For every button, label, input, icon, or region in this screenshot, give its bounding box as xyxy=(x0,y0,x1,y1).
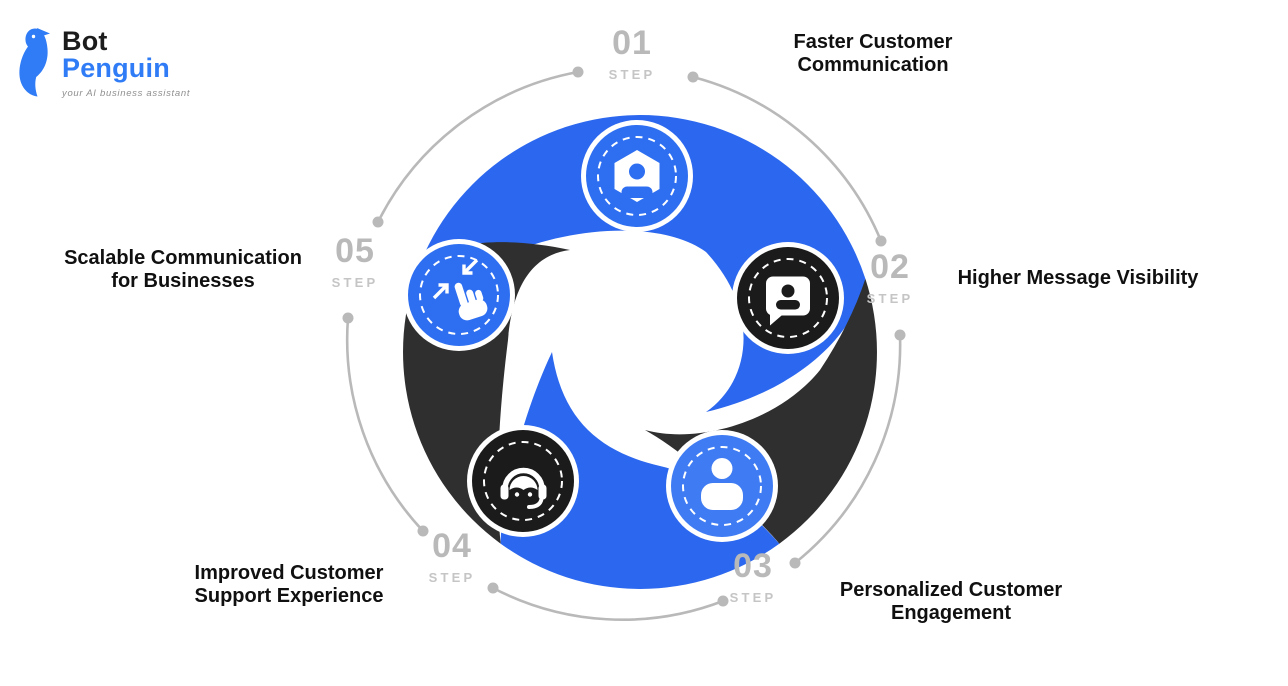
chat-contact-icon xyxy=(766,276,810,326)
user-hexagon-icon xyxy=(614,150,660,202)
penguin-icon xyxy=(19,28,50,97)
title-line: Scalable Communication xyxy=(64,247,302,269)
support-headset-icon xyxy=(500,467,547,509)
title-line: Improved Customer xyxy=(194,562,384,584)
step-number: 01 xyxy=(612,24,652,62)
step-marker-04: 04 STEP xyxy=(429,529,476,585)
step-title-04: Improved Customer Support Experience xyxy=(195,562,384,608)
step-title-01: Faster Customer Communication xyxy=(794,31,953,77)
step-number: 04 xyxy=(432,527,472,565)
arc-step1-to-step2 xyxy=(692,75,883,242)
arc-step4-to-step5 xyxy=(345,317,424,532)
step-tag: STEP xyxy=(428,570,476,585)
pinch-tap-icon xyxy=(432,258,488,321)
step-tag: STEP xyxy=(608,67,656,82)
step-number: 03 xyxy=(733,547,773,585)
step-title-02: Higher Message Visibility xyxy=(958,267,1199,290)
logo-tagline: your AI business assistant xyxy=(62,88,191,99)
title-line: for Businesses xyxy=(111,270,255,292)
badge-step-04 xyxy=(467,425,579,537)
badge-step-03 xyxy=(666,430,778,542)
badge-step-05 xyxy=(403,239,515,351)
logo-text-penguin: Penguin xyxy=(62,53,170,83)
arc-step3-to-step4 xyxy=(492,586,724,621)
title-line: Faster Customer xyxy=(793,31,953,53)
step-title-03: Personalized Customer Engagement xyxy=(840,579,1062,625)
title-line: Support Experience xyxy=(194,585,384,607)
logo-text-bot: Bot xyxy=(62,26,108,56)
step-marker-05: 05 STEP xyxy=(332,234,379,290)
person-icon xyxy=(701,458,743,510)
badge-step-01 xyxy=(581,120,693,232)
step-marker-01: 01 STEP xyxy=(609,26,656,82)
outer-arc-ring xyxy=(342,66,906,621)
step-tag: STEP xyxy=(729,590,777,605)
title-line: Higher Message Visibility xyxy=(957,267,1199,289)
badge-step-02 xyxy=(732,242,844,354)
arc-step2-to-step3 xyxy=(794,334,902,565)
step-tag: STEP xyxy=(331,275,379,290)
step-marker-02: 02 STEP xyxy=(867,250,914,306)
title-line: Personalized Customer xyxy=(839,579,1063,601)
step-title-05: Scalable Communication for Businesses xyxy=(64,247,302,293)
title-line: Engagement xyxy=(890,602,1012,624)
arc-step5-to-step1 xyxy=(376,70,579,223)
swirl-segment-right-dark xyxy=(645,278,877,544)
step-number: 05 xyxy=(335,232,375,270)
step-tag: STEP xyxy=(866,291,914,306)
title-line: Communication xyxy=(797,54,949,76)
botpenguin-logo: Bot Penguin your AI business assistant xyxy=(16,26,190,100)
step-marker-03: 03 STEP xyxy=(730,549,777,605)
step-number: 02 xyxy=(870,248,910,286)
